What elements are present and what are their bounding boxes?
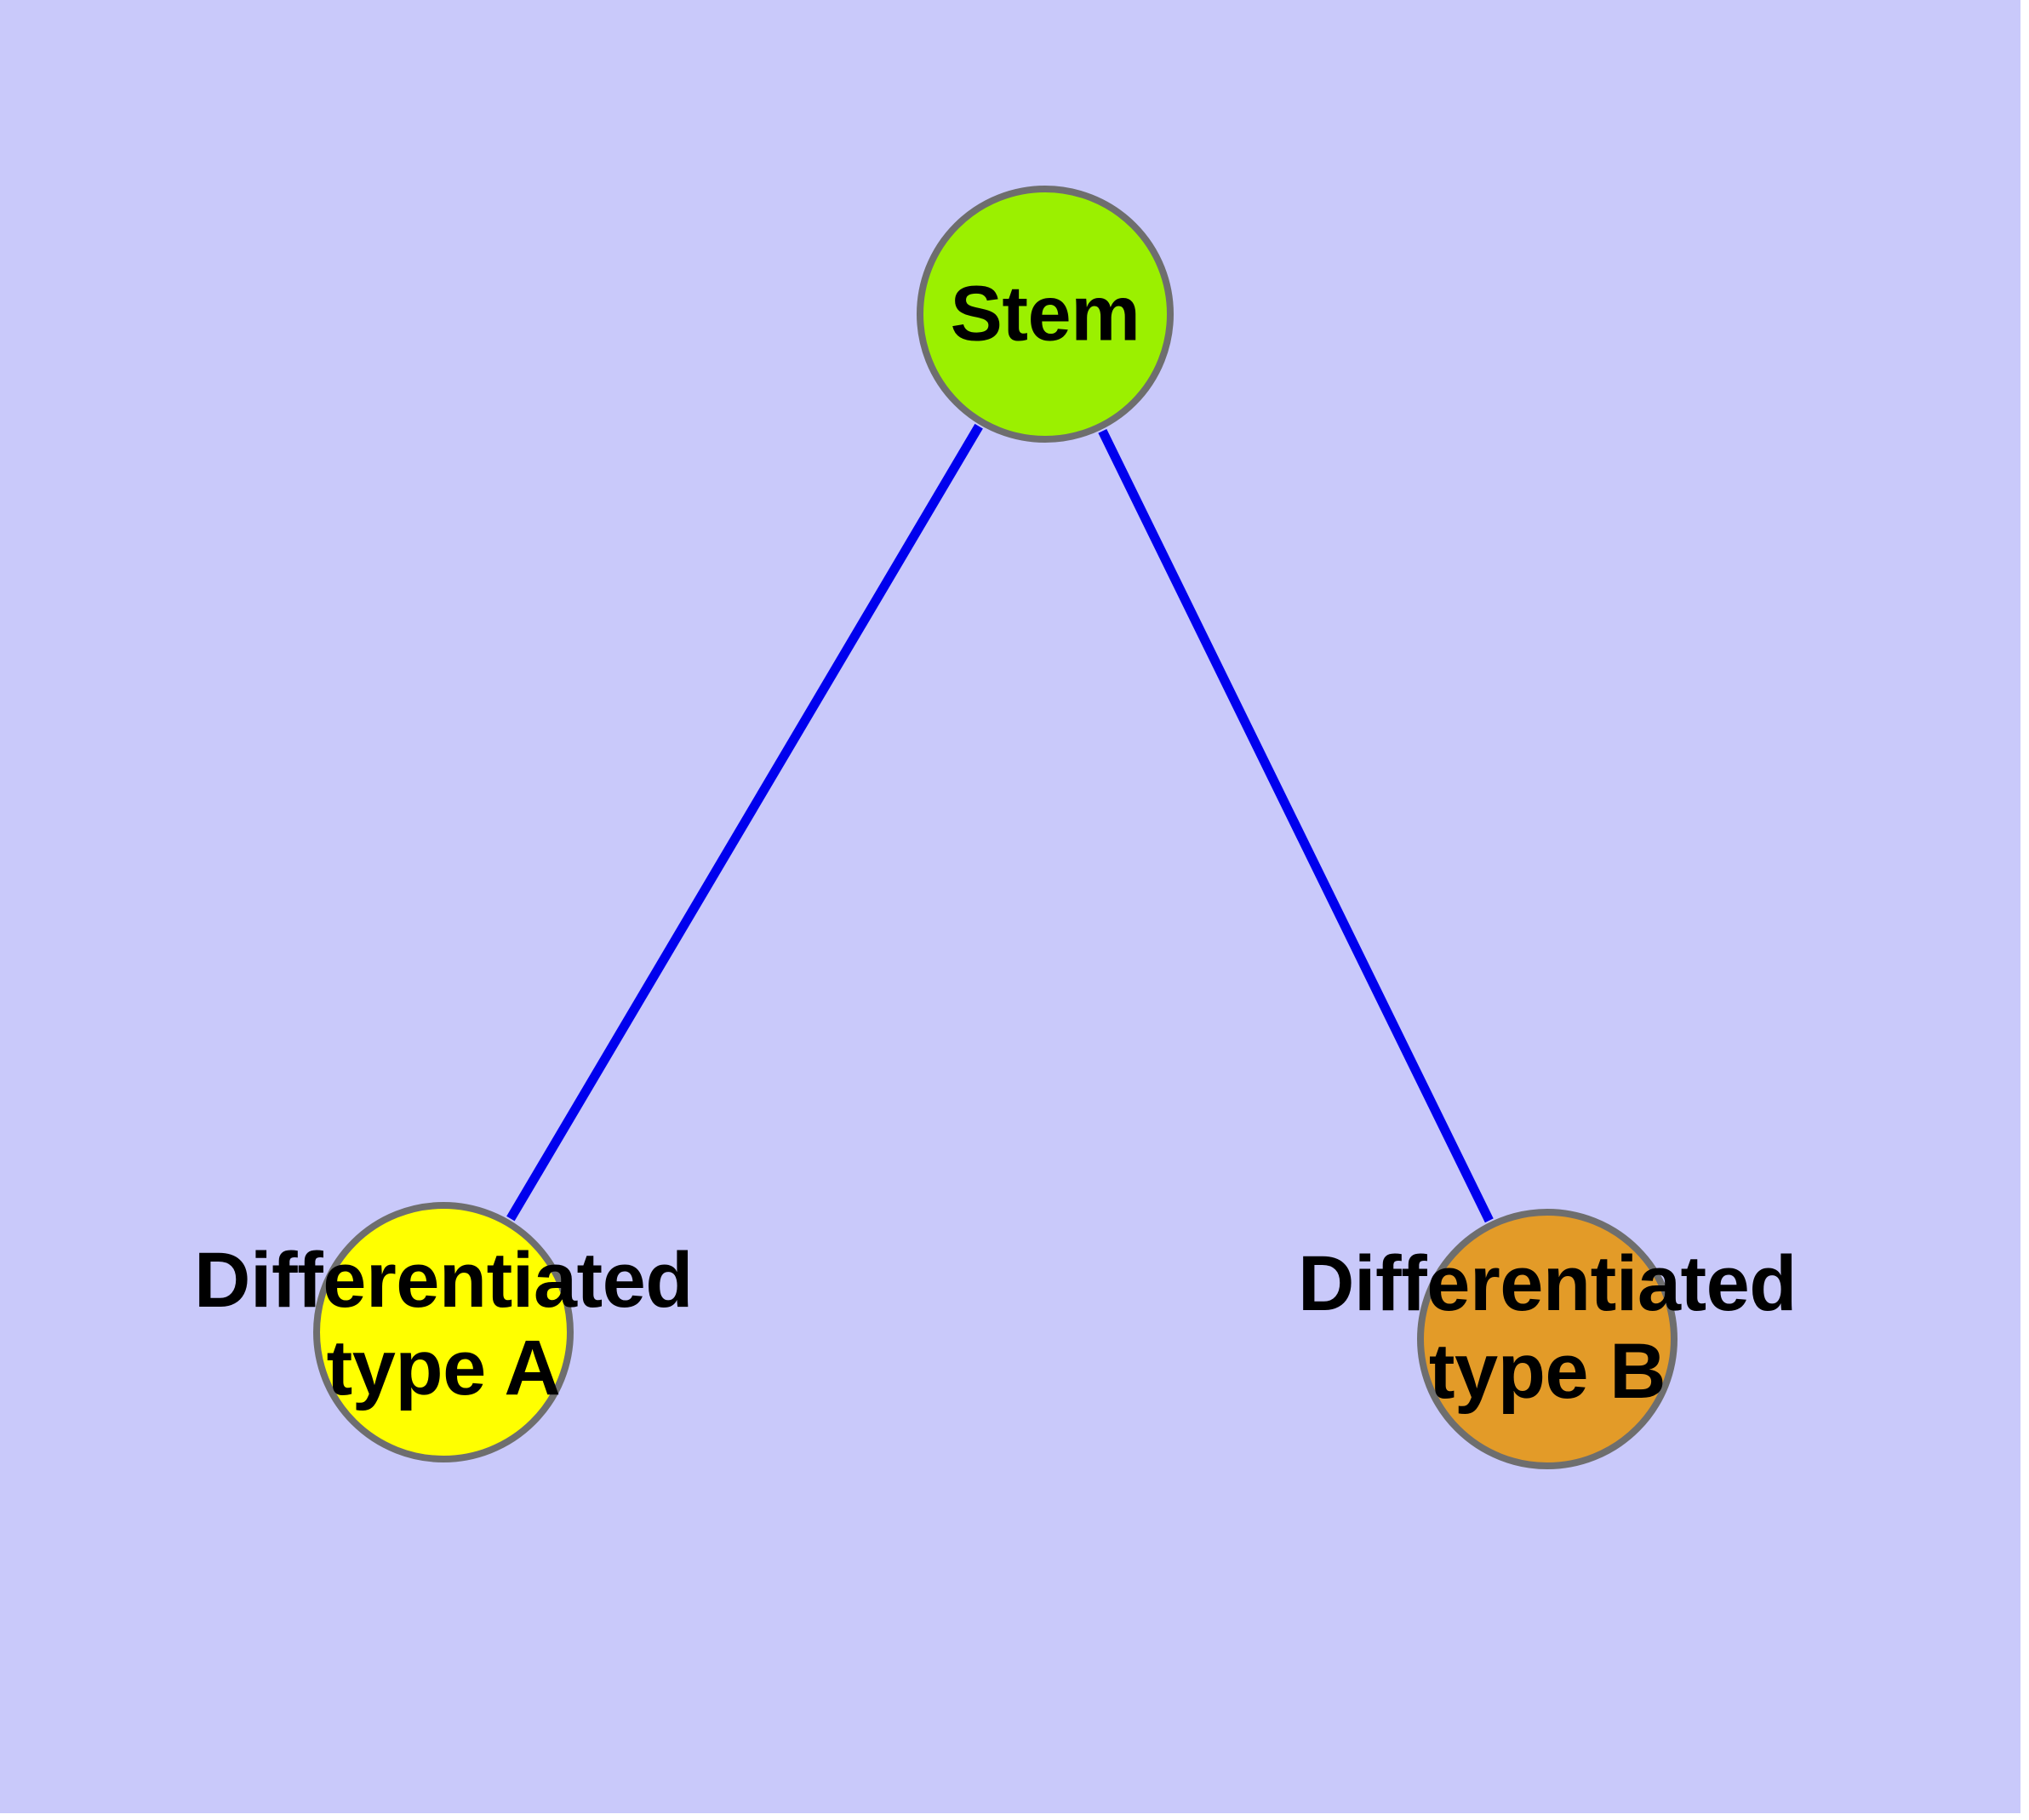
node-stem[interactable]: [917, 186, 1174, 443]
node-diff_b[interactable]: [1417, 1209, 1677, 1469]
node-diff_a[interactable]: [313, 1202, 574, 1462]
